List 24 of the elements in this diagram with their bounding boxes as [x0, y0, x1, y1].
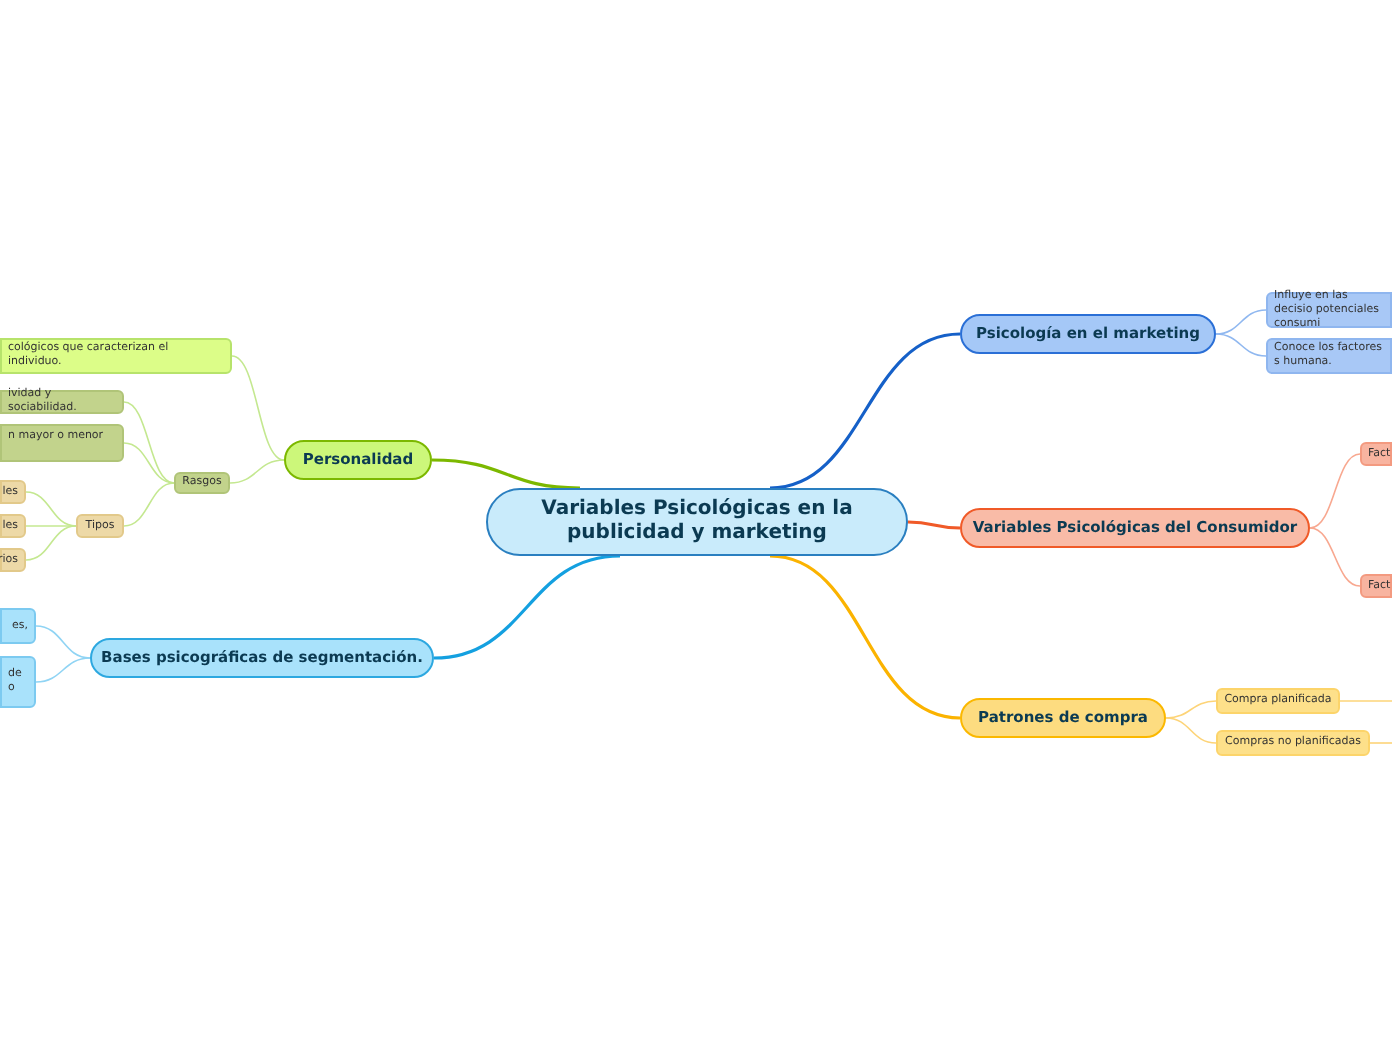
connector-line: [1215, 309, 1267, 335]
connector-line: [25, 491, 77, 527]
connector-line: [25, 525, 77, 561]
connector-line: [1309, 527, 1361, 587]
connector-line: [1309, 453, 1361, 529]
central-topic: Variables Psicológicas en la publicidad y marketing: [486, 488, 908, 556]
connector-line: [123, 401, 175, 484]
connector-line: [907, 520, 961, 530]
connector-line: [1165, 700, 1217, 719]
connector-line: [123, 442, 175, 484]
connector-line: [229, 459, 285, 484]
connector-line: [431, 458, 581, 490]
connector-line: [35, 625, 91, 659]
connector-line: [1369, 742, 1392, 744]
connector-line: [1339, 700, 1392, 702]
connector-line: [1215, 333, 1267, 357]
connector-line: [35, 657, 91, 683]
connector-line: [25, 525, 77, 527]
connector-line: [769, 332, 961, 490]
connector-line: [123, 482, 175, 527]
connector-line: [1165, 717, 1217, 744]
connector-line: [433, 554, 621, 660]
connector-line: [769, 554, 961, 720]
connector-line: [231, 355, 285, 461]
